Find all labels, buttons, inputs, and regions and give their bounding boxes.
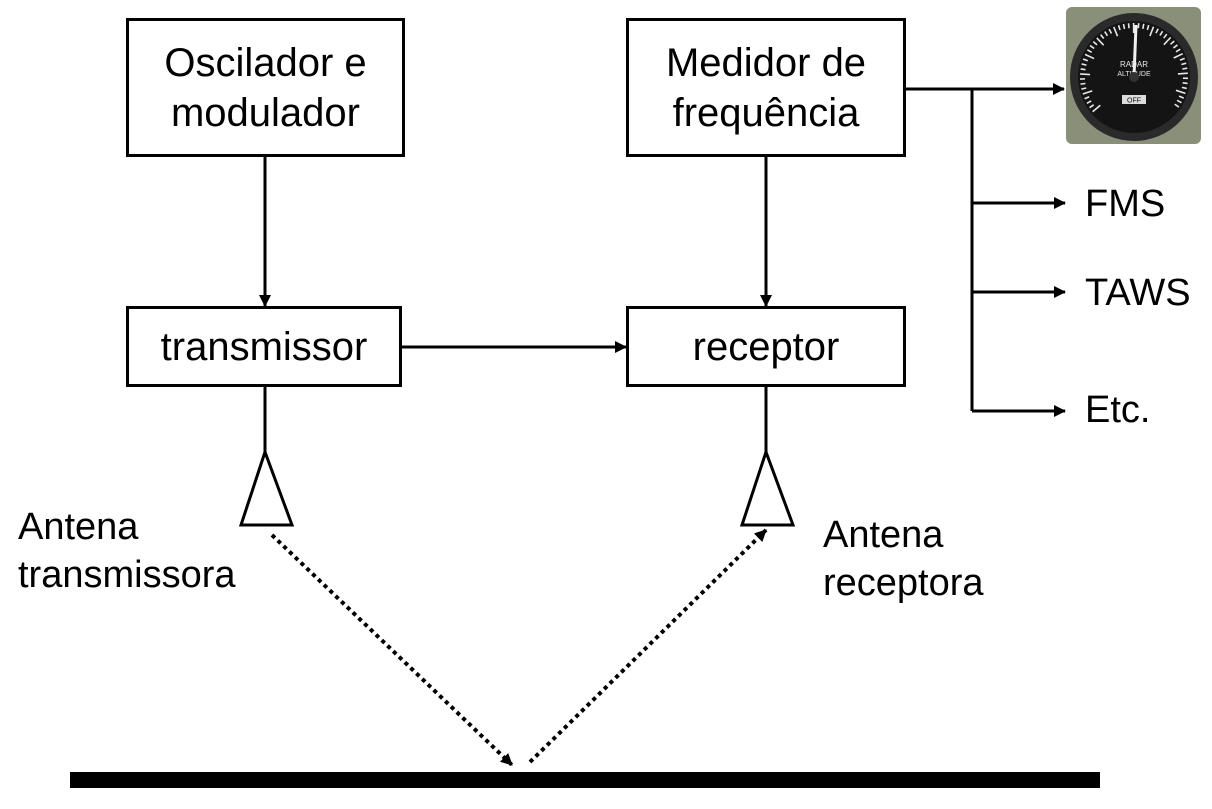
gauge-tick (1080, 73, 1091, 76)
tx-antenna-label-line2: transmissora (18, 554, 236, 596)
radar-altimeter-gauge-icon: RADAR ALTITUDE OFF (1066, 7, 1201, 144)
transmitter-label: transmissor (160, 324, 368, 369)
gauge-tick (1122, 23, 1126, 30)
gauge-tick (1181, 62, 1187, 66)
gauge-tick (1086, 100, 1092, 105)
gauge-tick (1159, 30, 1164, 36)
gauge-tick (1084, 96, 1090, 100)
gauge-tick (1117, 25, 1121, 31)
gauge-tick (1089, 44, 1095, 50)
gauge-tick (1082, 90, 1093, 95)
reflected-signal-path (528, 528, 768, 764)
gauge-tick (1127, 23, 1130, 29)
gauge-tick (1092, 104, 1101, 113)
output-taws-label: TAWS (1085, 272, 1191, 314)
gauge-tick (1173, 52, 1184, 59)
rx-antenna-label: Antena receptora (823, 511, 984, 607)
ground-surface (70, 772, 1100, 788)
gauge-tick (1113, 26, 1119, 37)
gauge-tick (1081, 63, 1087, 66)
gauge-tick (1174, 103, 1180, 108)
gauge-tick (1108, 28, 1113, 34)
oscillator-label-line1: Oscilador e (164, 40, 367, 85)
gauge-tick (1176, 99, 1182, 104)
gauge-tick (1182, 82, 1188, 85)
gauge-tick (1092, 40, 1098, 46)
gauge-tick (1099, 34, 1105, 39)
oscillator-modulator-block: Oscilador e modulador (126, 18, 405, 157)
gauge-tick (1177, 72, 1188, 75)
transmitter-block: transmissor (126, 306, 402, 387)
gauge-tick (1082, 58, 1089, 62)
gauge-tick (1146, 24, 1150, 31)
gauge-tick (1175, 48, 1181, 53)
freq-meter-label-line2: frequência (672, 90, 860, 135)
tx-antenna-label-line1: Antena (18, 506, 139, 548)
gauge-tick (1089, 104, 1095, 109)
receiver-block: receptor (626, 306, 906, 387)
frequency-meter-block: Medidor de frequência (626, 18, 906, 157)
gauge-tick (1104, 31, 1109, 37)
gauge-tick (1086, 49, 1093, 54)
gauge-tick (1155, 28, 1159, 34)
gauge-tick (1163, 36, 1172, 46)
gauge-tick (1084, 53, 1095, 60)
freq-meter-label-line1: Medidor de (665, 40, 867, 85)
gauge-tick (1080, 82, 1086, 85)
gauge-tick (1182, 67, 1188, 70)
rx-antenna-label-line2: receptora (823, 562, 984, 604)
tx-antenna-icon (238, 447, 295, 527)
gauge-tick (1142, 23, 1145, 29)
tx-antenna-label: Antena transmissora (18, 503, 236, 599)
oscillator-label-line2: modulador (170, 90, 360, 135)
gauge-tick (1163, 33, 1168, 39)
output-etc-label: Etc. (1085, 389, 1151, 431)
gauge-tick (1080, 68, 1086, 71)
gauge-tick (1178, 95, 1185, 99)
receiver-label: receptor (692, 324, 840, 369)
gauge-tick (1175, 89, 1186, 95)
output-fms-label: FMS (1085, 183, 1166, 225)
gauge-tick (1081, 87, 1087, 90)
gauge-tick (1149, 26, 1155, 37)
gauge-off-flag: OFF (1127, 98, 1141, 105)
gauge-tick (1179, 57, 1185, 61)
rx-antenna-label-line1: Antena (823, 514, 944, 556)
gauge-tick (1096, 37, 1105, 46)
gauge-tick (1181, 86, 1187, 90)
rx-antenna-icon (739, 447, 796, 527)
gauge-tick (1172, 44, 1178, 49)
gauge-tick (1169, 40, 1175, 45)
transmitted-signal-path (270, 533, 514, 767)
